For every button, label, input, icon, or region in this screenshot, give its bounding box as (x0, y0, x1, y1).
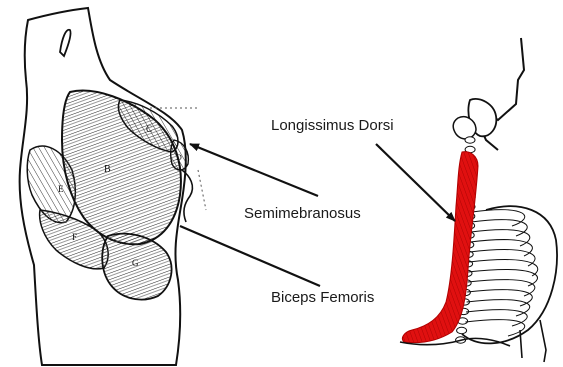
rib (466, 310, 527, 326)
label-biceps-femoris: Biceps Femoris (271, 289, 374, 307)
muscle-letter-d: D (176, 153, 182, 162)
rib (472, 210, 525, 226)
muscle-letter-g: G (132, 258, 139, 268)
rib (470, 250, 535, 266)
rib-cage-outline (462, 206, 557, 343)
rib (467, 290, 532, 306)
muscle-letter-e: E (58, 184, 64, 194)
ribs (465, 210, 537, 336)
rib (471, 230, 530, 246)
muscle-letter-c: C (146, 124, 152, 134)
rib (471, 220, 527, 236)
hindquarter-illustration: B C D E F G (20, 8, 206, 365)
vertebra (465, 137, 475, 143)
arrow-longissimus (376, 144, 455, 221)
skeleton-illustration (400, 38, 557, 362)
vertebra (457, 327, 467, 333)
rib (470, 240, 532, 256)
label-longissimus-dorsi: Longissimus Dorsi (271, 117, 394, 135)
rib (468, 280, 535, 296)
rib (467, 300, 530, 316)
rib (469, 260, 538, 276)
arrow-semimembranosus (190, 144, 318, 196)
label-semimembranosus: Semimebranosus (244, 205, 361, 223)
line-biceps (180, 226, 320, 286)
muscle-letter-b: B (104, 164, 111, 175)
hip-joint (453, 117, 476, 139)
muscle-letter-f: F (72, 232, 77, 242)
rib (468, 270, 537, 286)
rib (465, 320, 524, 336)
